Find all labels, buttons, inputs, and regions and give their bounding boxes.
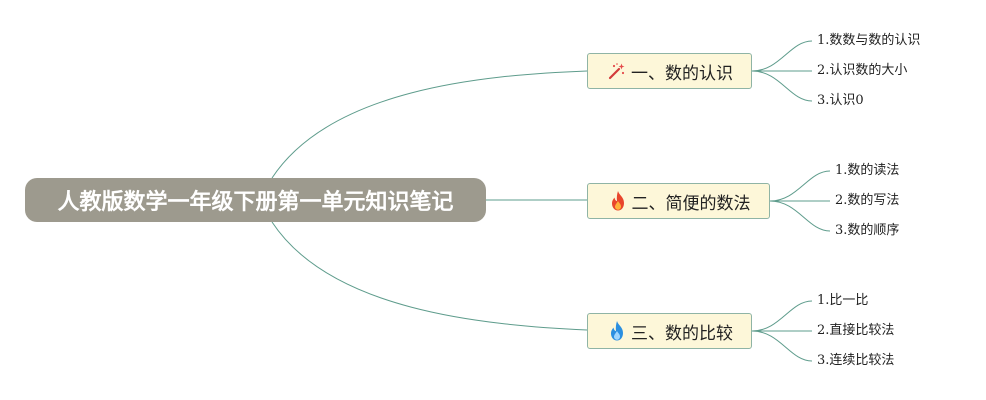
leaf-topic[interactable]: 1.数数与数的认识: [817, 33, 921, 48]
leaf-topic[interactable]: 1.数的读法: [835, 163, 900, 178]
leaf-topic[interactable]: 2.数的写法: [835, 193, 900, 208]
connector-branch-1-leaf-1: [751, 40, 813, 72]
connector-root-branch-3: [271, 221, 588, 331]
root-topic[interactable]: 人教版数学一年级下册第一单元知识笔记: [25, 178, 486, 222]
branch-topic-label: 三、数的比较: [631, 323, 733, 344]
leaf-topic[interactable]: 3.数的顺序: [835, 223, 900, 238]
connector-root-branch-1: [271, 70, 588, 179]
magic-wand-icon: [606, 60, 628, 82]
fire-blue-icon: [606, 320, 628, 342]
branch-topic-label: 一、数的认识: [631, 63, 733, 84]
fire-red-icon: [607, 190, 629, 212]
leaf-topic[interactable]: 2.认识数的大小: [817, 63, 908, 78]
leaf-topic[interactable]: 3.认识0: [817, 93, 864, 108]
leaf-topic[interactable]: 1.比一比: [817, 293, 869, 308]
branch-topic-label: 二、简便的数法: [631, 193, 751, 214]
connector-branch-1-leaf-3: [751, 70, 813, 102]
branch-topic-simple-counting[interactable]: 二、简便的数法: [587, 183, 770, 219]
branch-topic-number-recognition[interactable]: 一、数的认识: [587, 53, 752, 89]
root-topic-label: 人教版数学一年级下册第一单元知识笔记: [57, 190, 454, 215]
connector-branch-3-leaf-1: [751, 300, 813, 332]
leaf-topic[interactable]: 2.直接比较法: [817, 323, 895, 338]
connector-branch-3-leaf-3: [751, 330, 813, 362]
connector-branch-2-leaf-3: [769, 200, 831, 232]
leaf-topic[interactable]: 3.连续比较法: [817, 353, 895, 368]
connector-branch-2-leaf-1: [769, 170, 831, 202]
branch-topic-number-comparison[interactable]: 三、数的比较: [587, 313, 752, 349]
